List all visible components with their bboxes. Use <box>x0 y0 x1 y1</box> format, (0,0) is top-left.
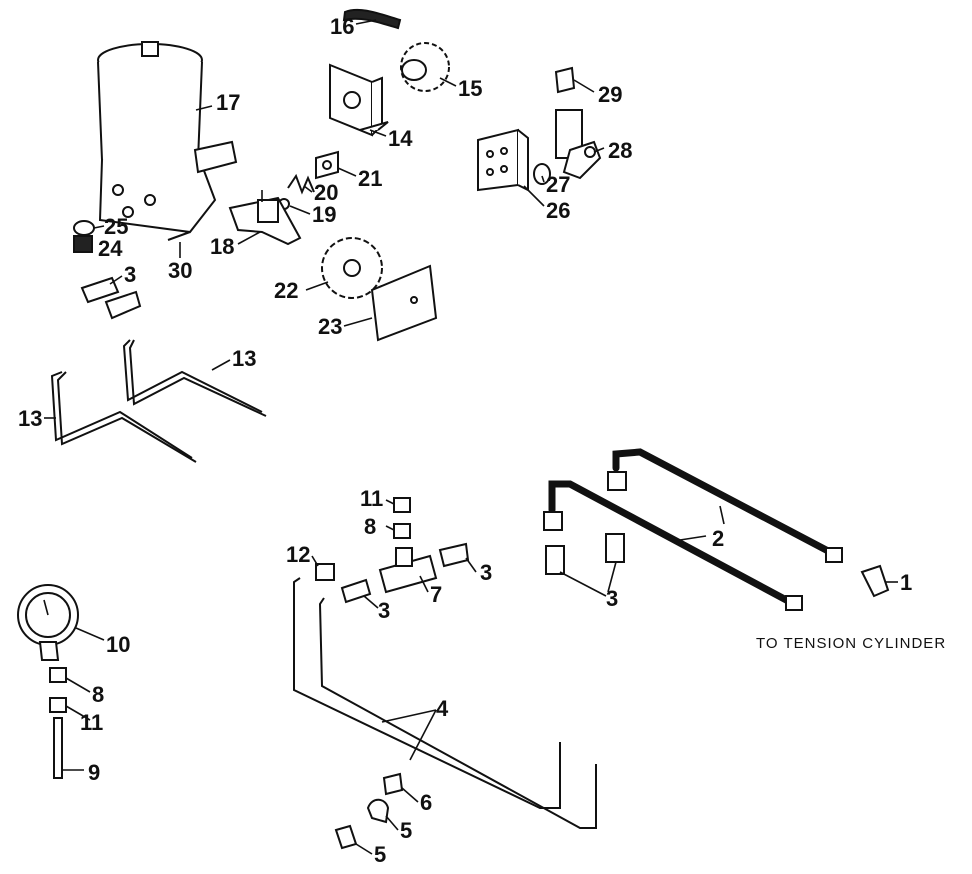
reservoir-pump-part <box>97 41 238 234</box>
callout-3: 3 <box>480 560 492 585</box>
callout-27: 27 <box>546 172 570 197</box>
leader-lines <box>44 19 898 855</box>
callout-3: 3 <box>124 262 136 287</box>
gauge-fitting-part <box>49 697 67 713</box>
callout-5: 5 <box>374 842 386 867</box>
pin-part <box>167 231 191 241</box>
clamp-block-part <box>382 772 404 796</box>
callout-10: 10 <box>106 632 130 657</box>
cam-valve-part <box>555 109 602 180</box>
pressure-gauge-part <box>17 584 79 661</box>
large-sprocket-part <box>321 237 383 299</box>
tee-fitting-part <box>378 547 438 594</box>
chain-part <box>342 8 402 30</box>
callout-23: 23 <box>318 314 342 339</box>
gauge-adapter-part <box>49 667 67 683</box>
callout-4: 4 <box>436 696 449 721</box>
callout-3: 3 <box>606 586 618 611</box>
elbow-part <box>860 564 890 598</box>
straight-fitting-part <box>340 578 372 604</box>
gauge-tube-part <box>53 717 63 779</box>
callout-14: 14 <box>388 126 413 151</box>
callout-16: 16 <box>330 14 354 39</box>
callout-2: 2 <box>712 526 724 551</box>
angle-bracket-part <box>477 128 551 192</box>
callout-11: 11 <box>360 486 383 511</box>
hex-fitting-part <box>438 542 470 568</box>
tube-clamp-part <box>366 798 390 824</box>
callout-30: 30 <box>168 258 192 283</box>
hydraulic-hoses-part <box>543 448 843 611</box>
callout-6: 6 <box>420 790 432 815</box>
plug-and-fitting-part <box>393 497 411 539</box>
callout-5: 5 <box>400 818 412 843</box>
callout-12: 12 <box>286 542 310 567</box>
elbow-fittings-part <box>80 276 142 320</box>
callout-13: 13 <box>18 406 42 431</box>
mounting-bracket-part <box>329 63 389 137</box>
callout-7: 7 <box>430 582 442 607</box>
top-fitting-part <box>554 66 576 94</box>
tube-assembly-part <box>50 339 267 463</box>
callout-19: 19 <box>312 202 336 227</box>
small-clip-part <box>315 150 339 180</box>
small-sprocket-part <box>400 42 450 92</box>
callout-28: 28 <box>608 138 632 163</box>
callout-labels: 16 15 17 14 29 28 21 20 19 27 26 25 24 1… <box>18 14 912 867</box>
callout-18: 18 <box>210 234 234 259</box>
callout-17: 17 <box>216 90 240 115</box>
callout-26: 26 <box>546 198 570 223</box>
adapter-fittings-part <box>545 533 625 575</box>
callout-8: 8 <box>92 682 104 707</box>
callout-15: 15 <box>458 76 482 101</box>
pipe-plug-part <box>315 563 335 581</box>
callout-1: 1 <box>900 570 912 595</box>
long-tubes-part <box>293 577 597 829</box>
callout-20: 20 <box>314 180 338 205</box>
nut-part <box>73 220 95 236</box>
callout-13: 13 <box>232 346 256 371</box>
callout-11: 11 <box>80 710 103 735</box>
callout-8: 8 <box>364 514 376 539</box>
grommet-part <box>73 235 93 253</box>
callout-29: 29 <box>598 82 622 107</box>
tube-clamp-part <box>334 824 358 850</box>
callout-25: 25 <box>104 214 128 239</box>
cover-plate-part <box>370 264 438 342</box>
callout-3: 3 <box>378 598 390 623</box>
callout-22: 22 <box>274 278 298 303</box>
valve-shaft-part <box>228 190 302 246</box>
callout-9: 9 <box>88 760 100 785</box>
callout-24: 24 <box>98 236 123 261</box>
callout-21: 21 <box>358 166 382 191</box>
tension-cylinder-caption: TO TENSION CYLINDER <box>756 635 946 652</box>
